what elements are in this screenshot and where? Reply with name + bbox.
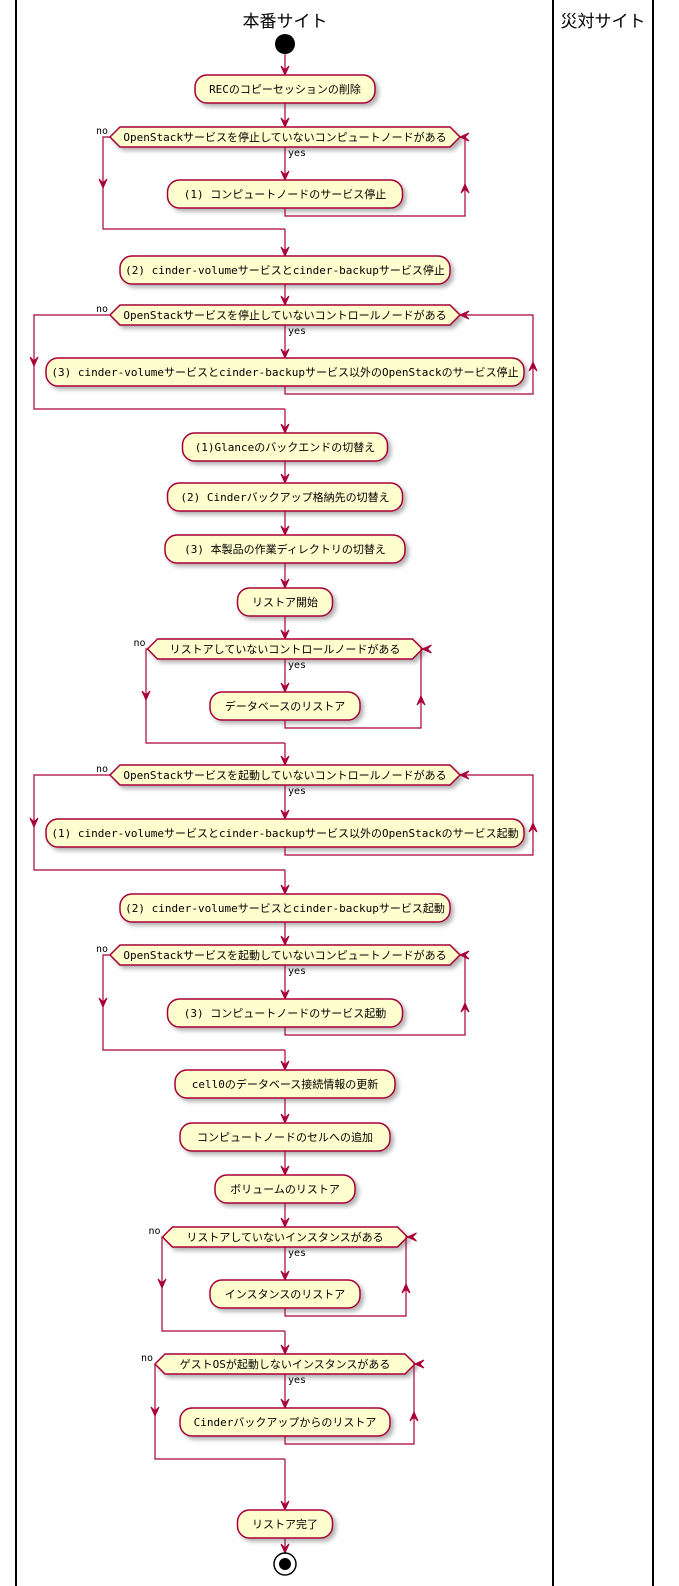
loop-back-arrow-15 xyxy=(401,1282,411,1294)
arrow-yes-11 xyxy=(280,989,290,1001)
exit-no-arrow-8 xyxy=(141,690,151,702)
arrow-to-loop-16 xyxy=(280,1344,290,1356)
no-label-15: no xyxy=(149,1226,161,1237)
start-node xyxy=(275,34,295,54)
action-step-14-label: ボリュームのリストア xyxy=(230,1183,340,1196)
loop-8-condition: リストアしていないコントロールノードがある xyxy=(170,642,401,656)
loop-16-condition: ゲストOSが起動しないインスタンスがある xyxy=(180,1357,391,1371)
swimlane-dividers xyxy=(15,0,654,1586)
yes-label-1: yes xyxy=(288,148,306,159)
arrow-to-loop-9 xyxy=(280,755,290,767)
action-step-6-label: (3) 本製品の作業ディレクトリの切替え xyxy=(184,542,386,556)
yes-label-9: yes xyxy=(288,786,306,797)
arrow-to-step-10 xyxy=(280,884,290,896)
no-label-3: no xyxy=(96,304,108,315)
loop-body-9-label: (1) cinder-volumeサービスとcinder-backupサービス以… xyxy=(51,826,518,840)
loop-back-arrowhead-16 xyxy=(413,1359,425,1369)
arrow-to-loop-8 xyxy=(280,629,290,641)
no-label-11: no xyxy=(96,944,108,955)
loop-back-arrowhead-3 xyxy=(458,310,470,320)
loop-back-arrow-9 xyxy=(528,821,538,833)
loop-back-arrowhead-15 xyxy=(406,1232,417,1242)
loop-back-arrowhead-1 xyxy=(458,132,470,142)
arrow-to-step-6 xyxy=(280,525,290,537)
exit-no-arrow-11 xyxy=(98,997,108,1009)
loop-back-3 xyxy=(284,314,534,395)
arrow-yes-16 xyxy=(280,1398,290,1410)
loop-body-1-label: (1) コンピュートノードのサービス停止 xyxy=(184,187,387,201)
loop-back-arrowhead-11 xyxy=(458,950,470,960)
arrow-to-step-17 xyxy=(280,1500,290,1512)
arrow-to-step-12 xyxy=(280,1060,290,1072)
arrow-to-step-7 xyxy=(280,578,290,590)
arrow-to-loop-11 xyxy=(280,935,290,947)
loop-back-arrow-11 xyxy=(460,1001,470,1013)
flow: RECのコピーセッションの削除 OpenStackサービスを停止していないコンピュ… xyxy=(29,54,538,1555)
action-step-13-label: コンピュートノードのセルへの追加 xyxy=(197,1130,373,1144)
loop-1-condition: OpenStackサービスを停止していないコンピュートノードがある xyxy=(123,130,446,144)
loop-back-arrowhead-9 xyxy=(458,770,470,780)
loop-back-arrowhead-8 xyxy=(421,644,432,654)
loop-body-15-label: インスタンスのリストア xyxy=(225,1288,346,1301)
arrow-to-step-5 xyxy=(280,473,290,485)
action-step-0-label: RECのコピーセッションの削除 xyxy=(209,82,361,96)
loop-15-condition: リストアしていないインスタンスがある xyxy=(186,1230,383,1244)
action-step-5-label: (2) Cinderバックアップ格納先の切替え xyxy=(180,490,389,504)
exit-no-arrow-3 xyxy=(29,356,39,368)
end-node xyxy=(273,1552,297,1576)
no-label-9: no xyxy=(96,764,108,775)
arrow-to-step-14 xyxy=(280,1165,290,1177)
loop-3-condition: OpenStackサービスを停止していないコントロールノードがある xyxy=(123,308,446,322)
arrow-to-step-4 xyxy=(280,423,290,435)
loop-back-arrow-3 xyxy=(528,360,538,372)
arrow-to-step-0 xyxy=(280,65,290,77)
loop-body-3-label: (3) cinder-volumeサービスとcinder-backupサービス以… xyxy=(51,365,518,379)
yes-label-16: yes xyxy=(288,1375,306,1386)
arrow-to-loop-15 xyxy=(280,1217,290,1229)
arrow-to-loop-3 xyxy=(280,295,290,307)
action-step-7-label: リストア開始 xyxy=(252,595,318,609)
no-label-1: no xyxy=(96,126,108,137)
action-step-12-label: cell0のデータベース接続情報の更新 xyxy=(192,1077,379,1091)
loop-back-9 xyxy=(284,774,534,856)
loop-body-16-label: Cinderバックアップからのリストア xyxy=(194,1416,377,1429)
exit-no-16 xyxy=(154,1364,285,1460)
loop-body-11-label: (3) コンピュートノードのサービス起動 xyxy=(184,1006,387,1020)
lane-title-production: 本番サイト xyxy=(243,12,328,32)
arrow-yes-15 xyxy=(280,1270,290,1282)
loop-9-condition: OpenStackサービスを起動していないコントロールノードがある xyxy=(123,768,446,782)
yes-label-3: yes xyxy=(288,326,306,337)
exit-no-arrow-9 xyxy=(29,817,39,829)
arrow-yes-3 xyxy=(280,348,290,360)
arrow-yes-8 xyxy=(280,682,290,694)
exit-no-arrow-1 xyxy=(98,178,108,190)
loop-back-arrow-8 xyxy=(416,694,426,706)
yes-label-8: yes xyxy=(288,660,306,671)
arrow-yes-1 xyxy=(280,170,290,182)
yes-label-15: yes xyxy=(288,1248,306,1259)
lane-title-disaster-recovery: 災対サイト xyxy=(561,12,646,32)
loop-back-arrow-16 xyxy=(409,1410,419,1422)
exit-no-arrow-16 xyxy=(150,1406,160,1418)
action-step-2-label: (2) cinder-volumeサービスとcinder-backupサービス停… xyxy=(125,263,445,277)
arrow-to-end xyxy=(280,1543,290,1555)
yes-label-11: yes xyxy=(288,966,306,977)
loop-11-condition: OpenStackサービスを起動していないコンピュートノードがある xyxy=(123,948,446,962)
arrow-to-step-13 xyxy=(280,1113,290,1125)
loop-back-arrow-1 xyxy=(460,182,470,194)
action-step-17-label: リストア完了 xyxy=(252,1517,318,1531)
no-label-8: no xyxy=(134,638,146,649)
no-label-16: no xyxy=(141,1353,153,1364)
arrow-to-loop-1 xyxy=(280,117,290,129)
arrow-yes-9 xyxy=(280,809,290,821)
arrow-to-step-2 xyxy=(280,246,290,258)
action-step-4-label: (1)Glanceのバックエンドの切替え xyxy=(195,440,376,454)
exit-no-arrow-15 xyxy=(157,1278,167,1290)
loop-body-8-label: データベースのリストア xyxy=(225,699,345,713)
action-step-10-label: (2) cinder-volumeサービスとcinder-backupサービス起… xyxy=(125,901,445,915)
